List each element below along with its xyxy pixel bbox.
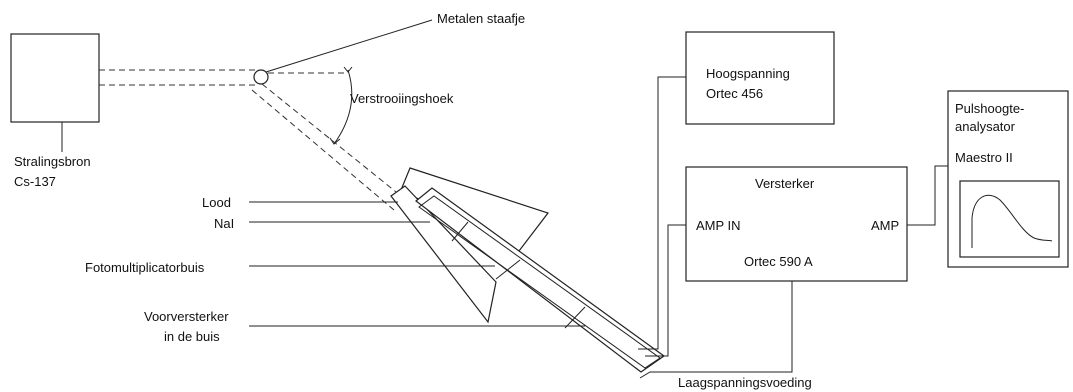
analyzer-line2: analysator — [955, 119, 1016, 134]
scattered-beam-top — [261, 83, 407, 201]
amplifier-output-label: AMP — [871, 218, 899, 233]
angle-arrow-top — [343, 66, 353, 73]
scattered-beam-bottom — [251, 89, 395, 211]
pmt-divider — [495, 259, 521, 280]
amplifier-title: Versterker — [755, 176, 815, 191]
angle-label: Verstrooiingshoek — [350, 91, 454, 106]
high-voltage-cable — [638, 76, 686, 350]
high-voltage-line1: Hoogspanning — [706, 66, 790, 81]
low-voltage-cable — [639, 281, 793, 379]
signal-cable — [645, 224, 686, 357]
preamp-label-line1: Voorversterker — [144, 309, 229, 324]
amp-to-analyzer-cable — [907, 165, 948, 226]
spectrum-curve — [971, 195, 1053, 248]
lood-label: Lood — [202, 195, 231, 210]
metal-rod — [253, 69, 269, 85]
source-label-line1: Stralingsbron — [14, 154, 91, 169]
crystal-divider — [451, 221, 469, 242]
amplifier-box — [685, 166, 908, 282]
high-voltage-box — [685, 31, 835, 125]
preamp-divider — [564, 306, 586, 329]
rod-leader — [265, 19, 433, 73]
rod-label: Metalen staafje — [437, 11, 525, 26]
lead-shield-bottom — [390, 185, 497, 324]
detector-inner-wall — [418, 195, 661, 369]
source-label-line2: Cs-137 — [14, 174, 56, 189]
pmt-label: Fotomultiplicatorbuis — [85, 260, 205, 275]
source-box — [10, 33, 100, 123]
angle-arrow-bottom — [329, 137, 341, 145]
analyzer-line1: Pulshoogte- — [955, 101, 1024, 116]
amplifier-model: Ortec 590 A — [744, 254, 813, 269]
preamp-label-line2: in de buis — [164, 329, 220, 344]
low-voltage-label: Laagspanningsvoeding — [678, 375, 812, 390]
analyzer-line3: Maestro II — [955, 150, 1013, 165]
high-voltage-line2: Ortec 456 — [706, 86, 763, 101]
analyzer-screen — [959, 180, 1060, 258]
amplifier-input-label: AMP IN — [696, 218, 741, 233]
angle-arc — [333, 69, 353, 145]
nai-label: NaI — [214, 216, 234, 231]
